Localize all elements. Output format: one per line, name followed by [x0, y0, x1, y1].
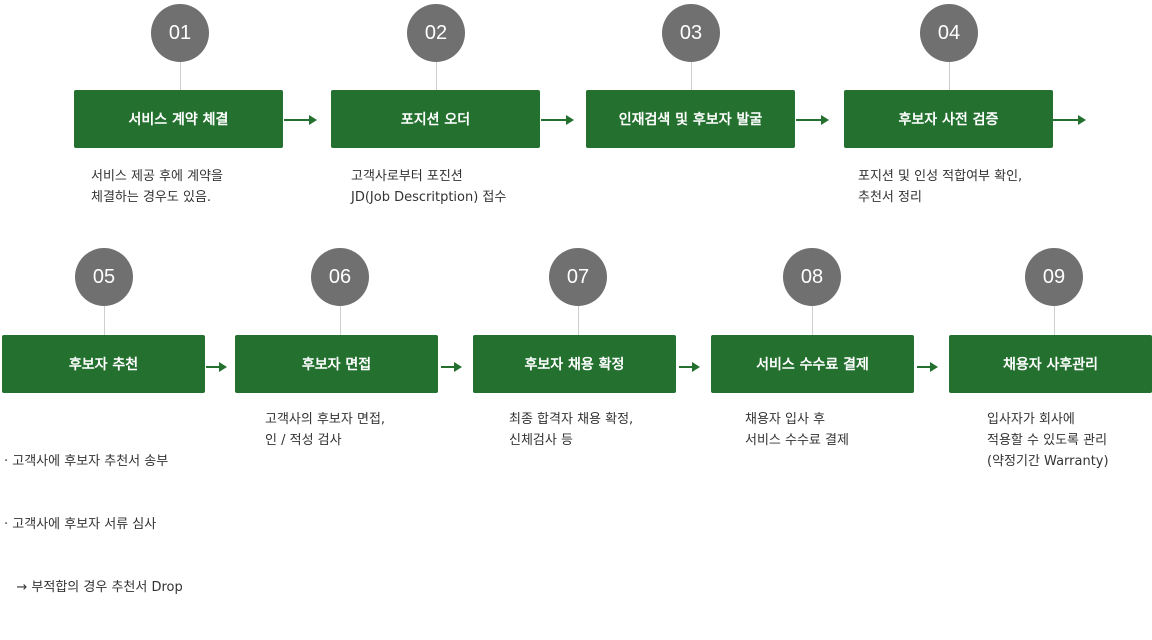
desc-line: → 부적합의 경우 추천서 Drop: [4, 580, 183, 595]
step-number-badge: 04: [920, 4, 978, 62]
connector-line: [104, 306, 105, 335]
step-number-badge: 07: [549, 248, 607, 306]
step-number-badge: 03: [662, 4, 720, 62]
desc-line: 채용자 입사 후: [745, 412, 826, 427]
desc-line: 입사자가 회사에: [987, 412, 1075, 427]
step-number-badge: 05: [75, 248, 133, 306]
connector-line: [578, 306, 579, 335]
desc-line: JD(Job Descritption) 접수: [351, 190, 507, 205]
desc-line: · 고객사에 후보자 추천서 송부: [4, 454, 169, 469]
desc-line: 고객사로부터 포진션: [351, 169, 463, 184]
desc-line: 추천서 정리: [858, 190, 922, 205]
desc-line: 적용할 수 있도록 관리: [987, 433, 1108, 448]
desc-line: 고객사의 후보자 면접,: [265, 412, 386, 427]
desc-line: 체결하는 경우도 있음.: [91, 190, 212, 205]
arrow-right-icon: [206, 362, 227, 372]
step-title-box: 채용자 사후관리: [949, 335, 1152, 393]
desc-line: 서비스 제공 후에 계약을: [91, 169, 223, 184]
step-title-box: 인재검색 및 후보자 발굴: [586, 90, 795, 148]
desc-line: 신체검사 등: [509, 433, 573, 448]
arrow-right-icon: [679, 362, 700, 372]
connector-line: [949, 62, 950, 90]
step-description: 포지션 및 인성 적합여부 확인, 추천서 정리: [858, 166, 1022, 208]
step-title-box: 후보자 사전 검증: [844, 90, 1053, 148]
arrow-right-icon: [917, 362, 938, 372]
step-number-badge: 06: [311, 248, 369, 306]
step-description: 고객사의 후보자 면접, 인 / 적성 검사: [265, 409, 385, 451]
step-title-box: 후보자 면접: [235, 335, 438, 393]
step-number-badge: 02: [407, 4, 465, 62]
step-description: 최종 합격자 채용 확정, 신체검사 등: [509, 409, 633, 451]
step-title-box: 후보자 추천: [2, 335, 205, 393]
step-title-box: 포지션 오더: [331, 90, 540, 148]
desc-line: (약정기간 Warranty): [987, 454, 1109, 469]
arrow-right-icon: [541, 115, 574, 125]
step-description: 고객사로부터 포진션 JD(Job Descritption) 접수: [351, 166, 506, 208]
arrow-right-icon: [1053, 115, 1086, 125]
step-number-badge: 01: [151, 4, 209, 62]
desc-line: 최종 합격자 채용 확정,: [509, 412, 634, 427]
step-number-badge: 09: [1025, 248, 1083, 306]
desc-line: 인 / 적성 검사: [265, 433, 342, 448]
connector-line: [436, 62, 437, 90]
connector-line: [691, 62, 692, 90]
step-title-box: 서비스 계약 체결: [74, 90, 283, 148]
desc-line: 포지션 및 인성 적합여부 확인,: [858, 169, 1023, 184]
arrow-right-icon: [796, 115, 829, 125]
connector-line: [180, 62, 181, 90]
step-title-box: 후보자 채용 확정: [473, 335, 676, 393]
connector-line: [1054, 306, 1055, 335]
step-description: 서비스 제공 후에 계약을 체결하는 경우도 있음.: [91, 166, 223, 208]
desc-line: · 고객사에 후보자 서류 심사: [4, 517, 157, 532]
step-description: · 고객사에 후보자 추천서 송부 · 고객사에 후보자 서류 심사 → 부적합…: [4, 409, 183, 640]
arrow-right-icon: [441, 362, 462, 372]
desc-line: 서비스 수수료 결제: [745, 433, 849, 448]
step-number-badge: 08: [783, 248, 841, 306]
arrow-right-icon: [284, 115, 317, 125]
step-description: 채용자 입사 후 서비스 수수료 결제: [745, 409, 849, 451]
connector-line: [340, 306, 341, 335]
step-title-box: 서비스 수수료 결제: [711, 335, 914, 393]
connector-line: [812, 306, 813, 335]
step-description: 입사자가 회사에 적용할 수 있도록 관리 (약정기간 Warranty): [987, 409, 1109, 472]
